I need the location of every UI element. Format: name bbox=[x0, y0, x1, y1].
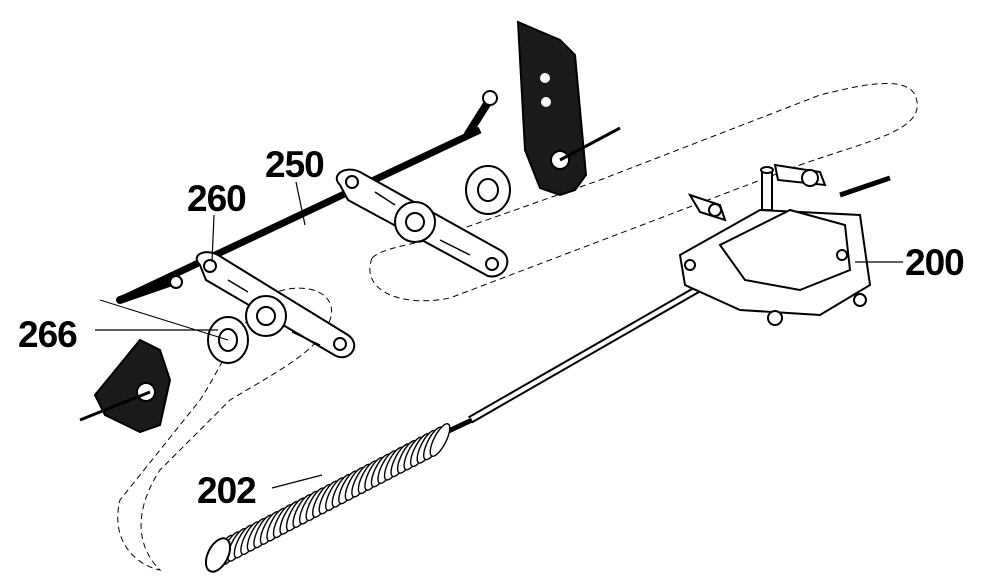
callout-250: 250 bbox=[265, 144, 325, 185]
spring-202 bbox=[204, 423, 451, 573]
callout-266: 266 bbox=[18, 314, 78, 355]
upper-washer bbox=[465, 165, 511, 215]
spring-end-cap bbox=[204, 537, 232, 573]
bushing-266 bbox=[99, 299, 249, 364]
control-cable bbox=[438, 281, 707, 438]
callout-202: 202 bbox=[197, 470, 257, 511]
rod-250 bbox=[116, 90, 498, 304]
spring-coil bbox=[429, 423, 451, 457]
upper-bracket bbox=[516, 20, 621, 197]
upper-lever-plate bbox=[335, 168, 509, 278]
dashed-outline-lower-group bbox=[117, 287, 333, 571]
leader-lines bbox=[95, 181, 903, 489]
lower-bracket bbox=[79, 338, 172, 434]
callout-200: 200 bbox=[905, 242, 965, 283]
callout-260: 260 bbox=[187, 178, 247, 219]
lower-lever-plate bbox=[195, 251, 356, 359]
control-body-200 bbox=[678, 163, 891, 326]
